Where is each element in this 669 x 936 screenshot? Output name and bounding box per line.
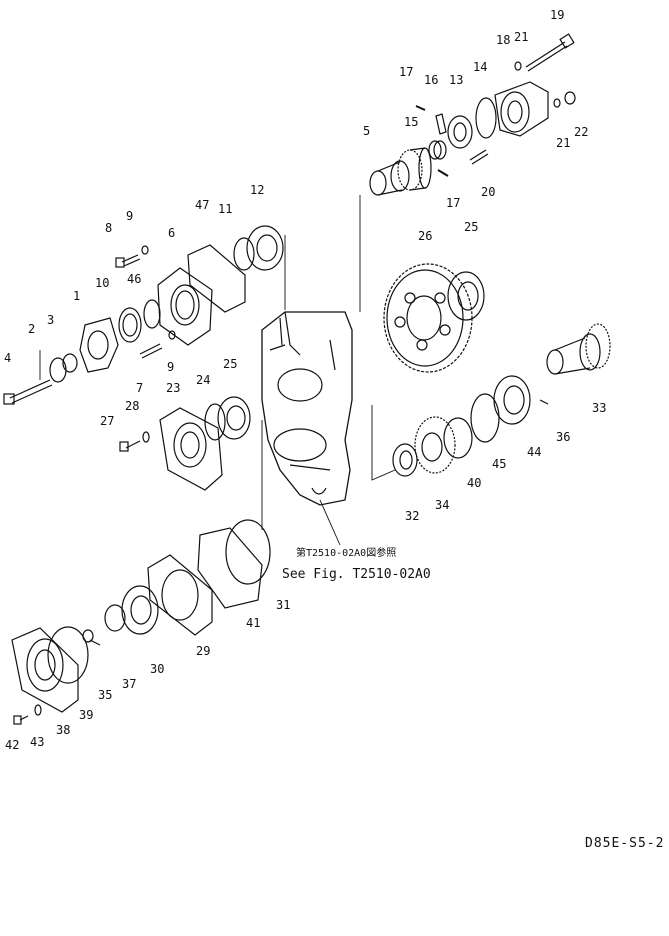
callout-19: 19 [550, 8, 564, 22]
reference-japanese: 第T2510-02A0図参照 [296, 546, 396, 559]
callout-2: 2 [28, 322, 35, 336]
callout-40: 40 [467, 476, 481, 490]
callout-1: 1 [73, 289, 80, 303]
callout-16: 16 [424, 73, 438, 87]
callout-27: 27 [100, 414, 114, 428]
callout-21b: 21 [556, 136, 570, 150]
callout-17a: 17 [399, 65, 413, 79]
gear-26 [383, 263, 485, 373]
callout-31: 31 [276, 598, 290, 612]
rear-cover-assembly [11, 519, 271, 725]
callout-32: 32 [405, 509, 419, 523]
callout-15: 15 [404, 115, 418, 129]
callout-41: 41 [246, 616, 260, 630]
drawing-code: D85E-S5-2 [585, 836, 664, 851]
transmission-housing [261, 311, 353, 506]
callout-6: 6 [168, 226, 175, 240]
callout-12: 12 [250, 183, 264, 197]
leader-lines [39, 195, 396, 546]
callout-3: 3 [47, 313, 54, 327]
callout-42: 42 [5, 738, 19, 752]
callout-7: 7 [136, 381, 143, 395]
pinion-shaft-assembly [369, 33, 576, 196]
callout-38: 38 [56, 723, 70, 737]
callout-36: 36 [556, 430, 570, 444]
callout-21a: 21 [514, 30, 528, 44]
callout-10: 10 [95, 276, 109, 290]
callout-5: 5 [363, 124, 370, 138]
callout-30: 30 [150, 662, 164, 676]
callout-43: 43 [30, 735, 44, 749]
callout-22: 22 [574, 125, 588, 139]
callout-33: 33 [592, 401, 606, 415]
callout-13: 13 [449, 73, 463, 87]
callout-25b: 25 [464, 220, 478, 234]
figure-reference: 第T2510-02A0図参照 See Fig. T2510-02A0 [282, 546, 431, 582]
callout-24: 24 [196, 373, 210, 387]
callout-9b: 9 [167, 360, 174, 374]
callout-34: 34 [435, 498, 449, 512]
mid-bearing-cover-assembly [119, 396, 251, 491]
callout-8: 8 [105, 221, 112, 235]
callout-25a: 25 [223, 357, 237, 371]
input-coupling-assembly [3, 225, 284, 405]
callout-11: 11 [218, 202, 232, 216]
callout-numbers: 1 2 3 4 5 6 7 8 9 9 10 11 12 13 14 15 16… [4, 8, 606, 752]
callout-20: 20 [481, 185, 495, 199]
callout-39: 39 [79, 708, 93, 722]
reference-english: See Fig. T2510-02A0 [282, 567, 431, 582]
callout-18: 18 [496, 33, 510, 47]
callout-17b: 17 [446, 196, 460, 210]
callout-23: 23 [166, 381, 180, 395]
callout-47: 47 [195, 198, 209, 212]
callout-26: 26 [418, 229, 432, 243]
output-shaft-assembly [392, 323, 611, 477]
callout-45: 45 [492, 457, 506, 471]
callout-9a: 9 [126, 209, 133, 223]
callout-4: 4 [4, 351, 11, 365]
callout-14: 14 [473, 60, 487, 74]
callout-35: 35 [98, 688, 112, 702]
callout-28: 28 [125, 399, 139, 413]
callout-37: 37 [122, 677, 136, 691]
callout-44: 44 [527, 445, 541, 459]
callout-46: 46 [127, 272, 141, 286]
callout-29: 29 [196, 644, 210, 658]
